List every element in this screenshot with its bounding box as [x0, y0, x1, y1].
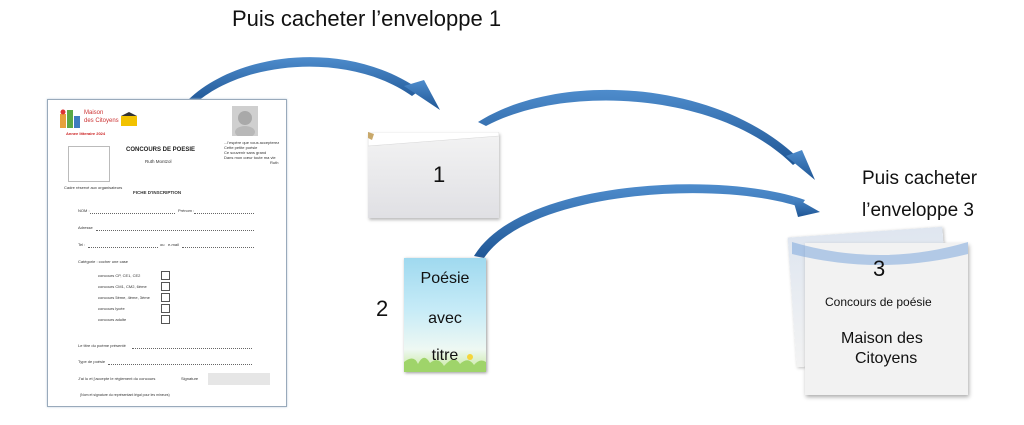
quote-line3: Ce souvenir sans grand: [224, 150, 267, 155]
right-caption-line2: l’enveloppe 3: [862, 200, 974, 221]
right-caption-line1: Puis cacheter: [862, 168, 978, 189]
envelope-3: 3 Concours de poésie Maison des Citoyens: [792, 242, 968, 395]
quote-line4: Dans mon cœur toute ma vie: [224, 155, 276, 160]
envelope-3-line2b: Citoyens: [855, 350, 918, 367]
cat5-checkbox[interactable]: [161, 315, 170, 324]
logo-line1: Maison: [84, 110, 104, 116]
tel-line[interactable]: [88, 247, 158, 248]
card-word-3: titre: [431, 347, 459, 364]
nom-label: NOM :: [78, 208, 90, 213]
portrait-icon: [232, 106, 258, 136]
categorie-label: Catégorie : cocher une case: [78, 259, 129, 264]
cat4-checkbox[interactable]: [161, 304, 170, 313]
signature-label: Signature: [181, 376, 199, 381]
envelope-3-window-icon: [792, 242, 968, 265]
logo-icon: [60, 109, 80, 128]
quote-line2: Cette petite poésie: [224, 145, 258, 150]
cat5-label: concours adulte: [98, 317, 127, 322]
adresse-line[interactable]: [96, 230, 254, 231]
registration-form: Maison des Citoyens Annee litteraire 202…: [47, 99, 287, 407]
signature-box[interactable]: [208, 373, 270, 385]
organizer-caption: Cadre réservé aux organisateurs: [64, 185, 123, 190]
form-title: CONCOURS DE POESIE: [126, 147, 196, 153]
cat3-label: concours 5ème, 4ème, 3ème: [98, 295, 150, 300]
ou-label: ou: [160, 242, 165, 247]
type-poesie-line[interactable]: [108, 364, 252, 365]
envelope-3-number: 3: [873, 256, 886, 281]
organizer-box: [68, 146, 110, 182]
right-caption: Puis cacheter l’enveloppe 3: [862, 163, 977, 227]
grass-icon: [404, 354, 486, 372]
arrow-envelope1-to-envelope3: [478, 89, 815, 180]
titre-poeme-line[interactable]: [132, 348, 252, 349]
quote-line1: ...l'espère que vous accepterez: [224, 140, 280, 145]
quote-author: Ruth: [270, 160, 279, 165]
cat1-checkbox[interactable]: [161, 271, 170, 280]
cat4-label: concours lycée: [98, 306, 125, 311]
envelope-1: 1: [368, 132, 499, 218]
tel-label: Tel :: [78, 242, 86, 247]
email-line[interactable]: [182, 247, 254, 248]
envelope-3-line1: Concours de poésie: [825, 295, 932, 309]
nom-line[interactable]: [90, 213, 175, 214]
logo-subtitle: Annee litteraire 2024: [66, 131, 106, 136]
arrow-card2-to-envelope3: [474, 184, 820, 258]
top-caption: Puis cacheter l’enveloppe 1: [232, 6, 502, 31]
logo-line2: des Citoyens: [84, 118, 119, 124]
envelope-3-line2a: Maison des: [841, 330, 923, 347]
envelope-flap-icon: [368, 132, 499, 147]
poem-card: Poésie avec titre: [404, 258, 486, 372]
envelope-1-number: 1: [433, 162, 446, 187]
adresse-label: Adresse: [78, 225, 93, 230]
step-2-label: 2: [376, 296, 389, 321]
type-poesie-label: Type de poésie: [78, 359, 106, 364]
cat3-checkbox[interactable]: [161, 293, 170, 302]
cat1-label: concours CP, CE1, CE2: [98, 273, 141, 278]
form-subtitle: Ruth Montzol: [145, 159, 172, 164]
prenom-label: Prénom :: [178, 208, 195, 213]
card-word-1: Poésie: [420, 270, 470, 287]
email-label: e-mail: [168, 242, 179, 247]
form-footnote: (Nom et signature du représentant légal …: [80, 393, 170, 397]
titre-poeme-label: Le titre du poème présenté: [78, 343, 126, 348]
card-word-2: avec: [428, 310, 462, 327]
fiche-title: FICHE D'INSCRIPTION: [133, 190, 182, 195]
cat2-checkbox[interactable]: [161, 282, 170, 291]
arrow-form-to-envelope1: [188, 57, 440, 110]
cat2-label: concours CM1, CM2, 6ème: [98, 284, 147, 289]
prenom-line[interactable]: [194, 213, 254, 214]
reglement-label: J'ai lu et j'accepte le règlement du con…: [78, 376, 156, 381]
partner-logo-icon: [121, 112, 137, 126]
